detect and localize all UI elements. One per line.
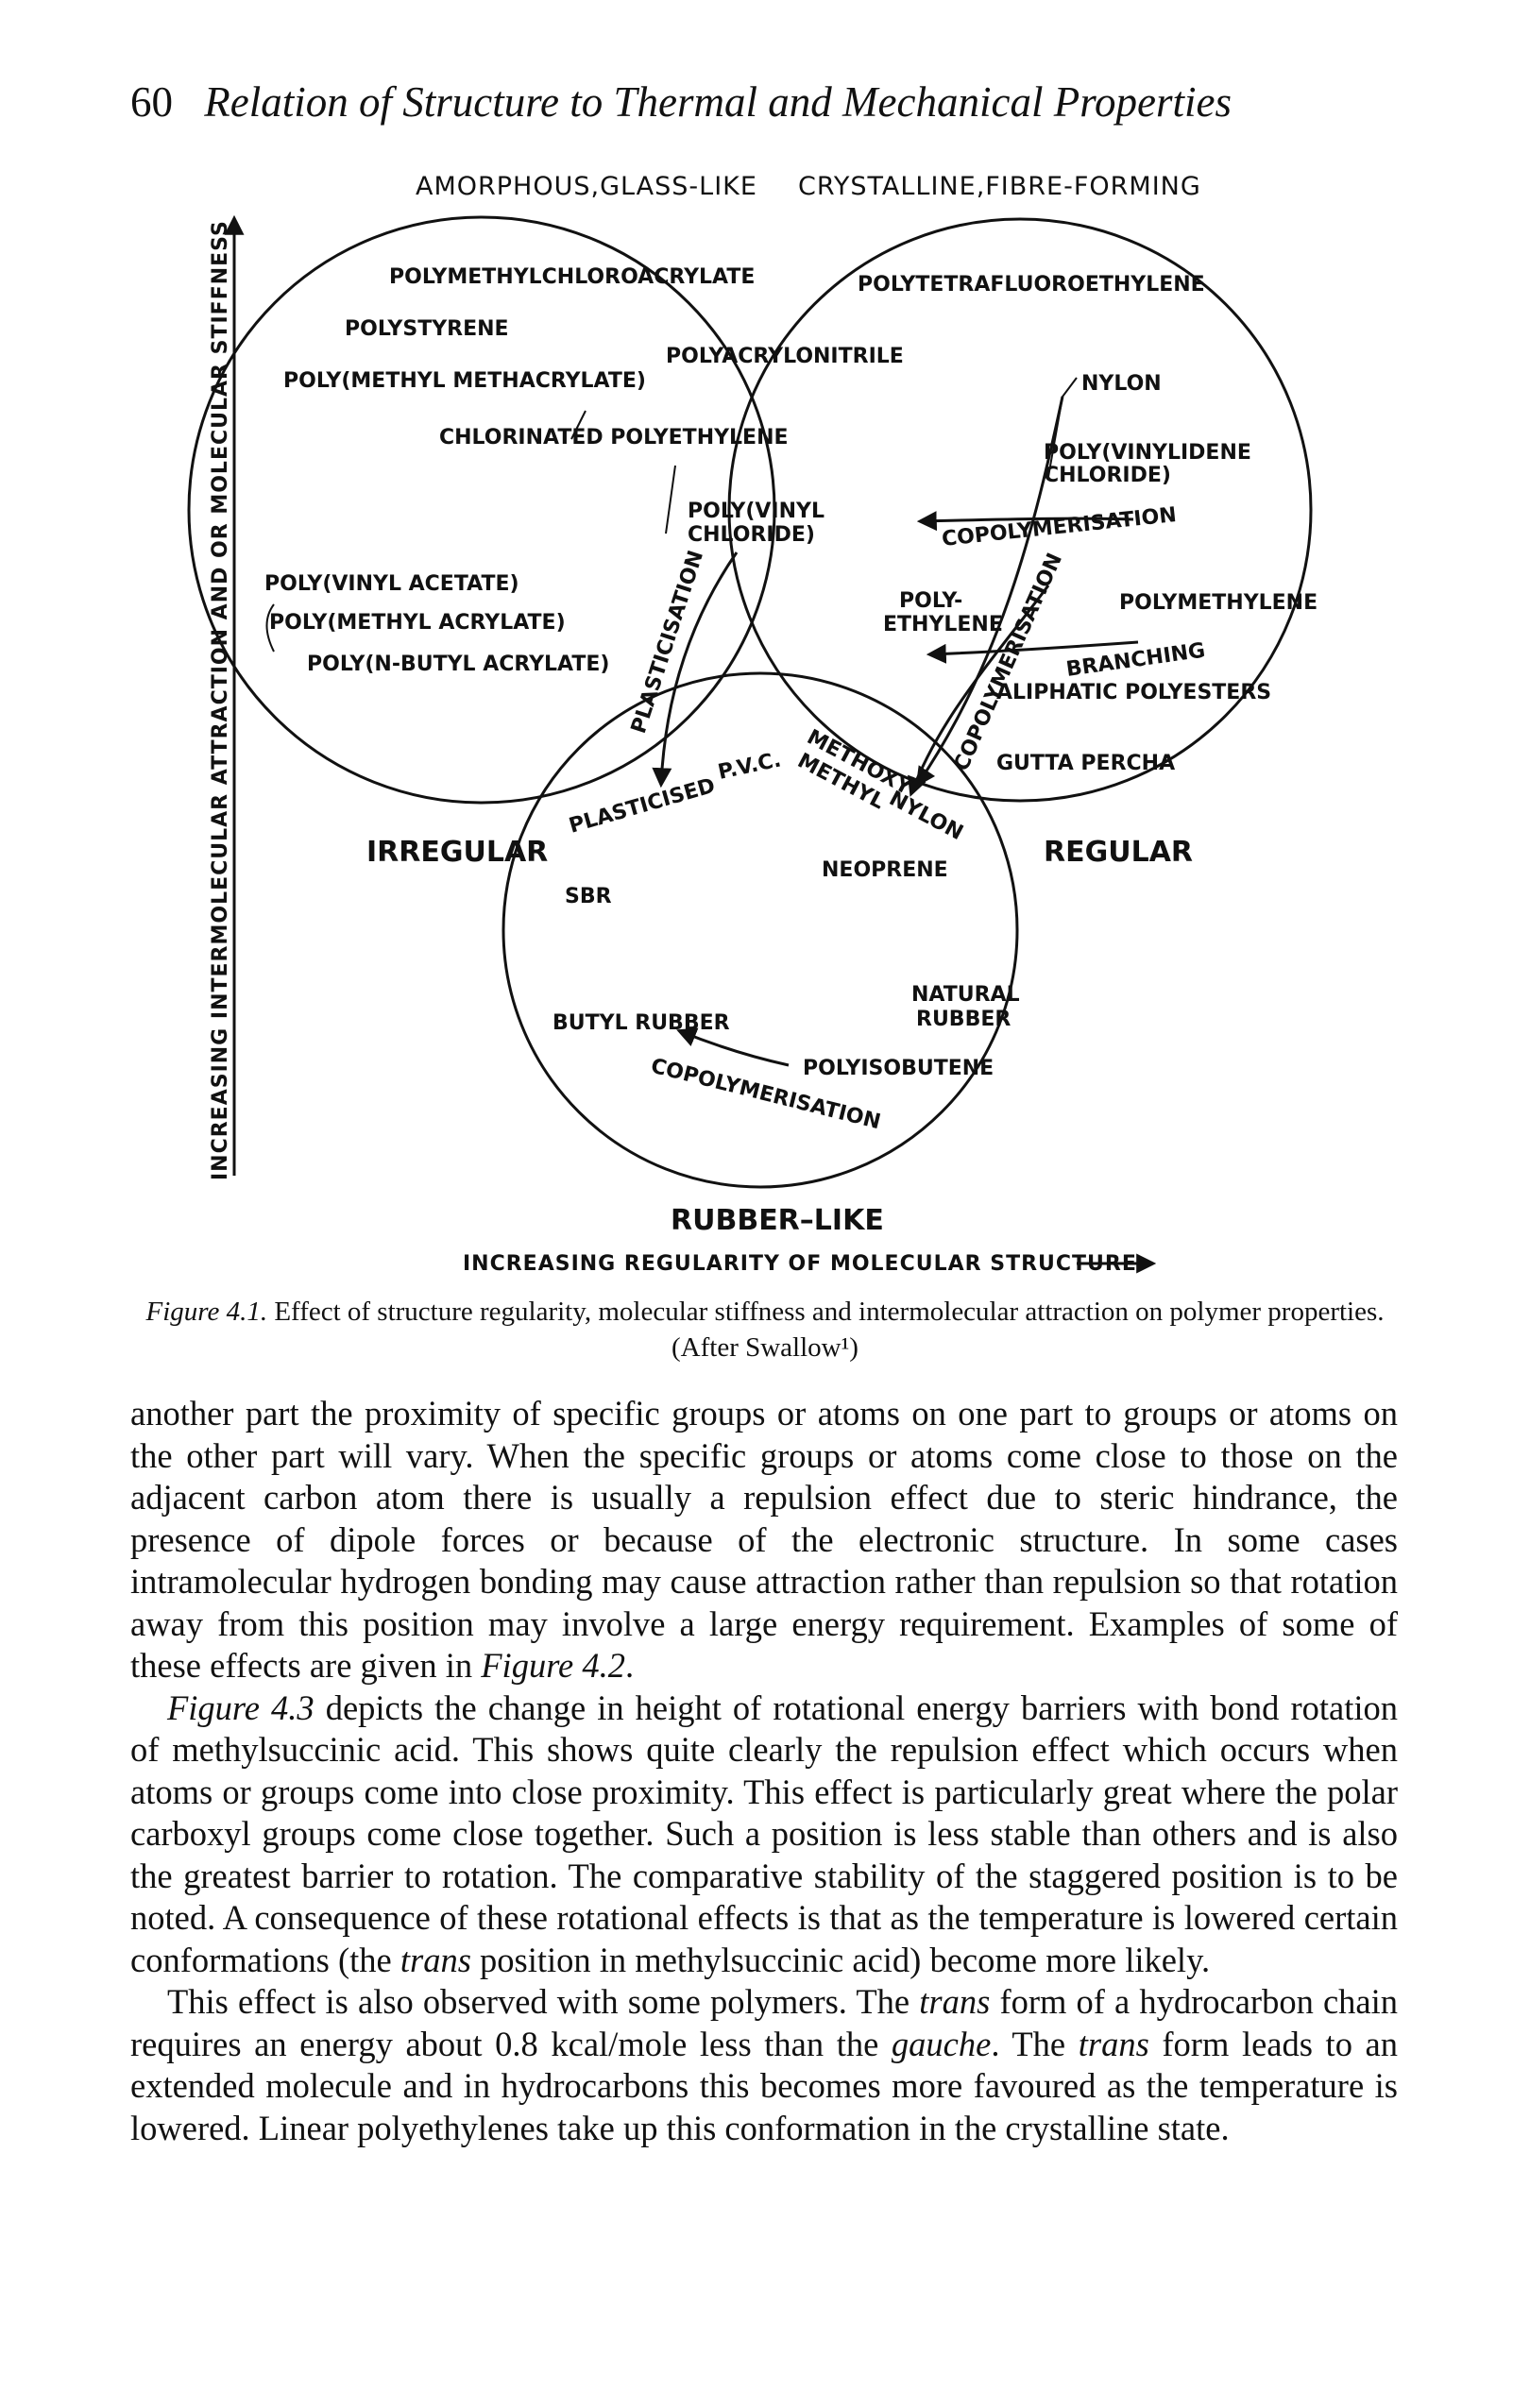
p1-figure-ref: Figure 4.2 <box>481 1646 626 1685</box>
label-copolymerisation-top: COPOLYMERISATION <box>941 503 1178 551</box>
p1-text: another part the proximity of specific g… <box>130 1394 1398 1685</box>
p2-trans: trans <box>400 1940 471 1979</box>
paragraph-1: another part the proximity of specific g… <box>130 1393 1398 1687</box>
branching-arrow <box>926 640 1139 664</box>
label-chlorinated-pe: CHLORINATED POLYETHYLENE <box>439 426 789 449</box>
irregular-label: IRREGULAR <box>366 836 548 869</box>
vertical-axis-label: INCREASING INTERMOLECULAR ATTRACTION AND… <box>209 220 232 1180</box>
p3-b: form of a hydrocarbon chain requires an … <box>130 1982 1398 2063</box>
paragraph-3: This effect is also observed with some p… <box>130 1981 1398 2149</box>
p2-end: position in methylsuccinic acid) become … <box>470 1940 1211 1979</box>
label-polymethylchloroacrylate: POLYMETHYLCHLOROACRYLATE <box>389 265 755 289</box>
running-title: Relation of Structure to Thermal and Mec… <box>204 78 1232 126</box>
label-natural-rubber-line1: NATURAL <box>911 983 1020 1007</box>
label-pva: POLY(VINYL ACETATE) <box>264 572 519 596</box>
label-pmma: POLY(METHYL METHACRYLATE) <box>283 369 646 393</box>
page-number: 60 <box>130 78 173 126</box>
label-polystyrene: POLYSTYRENE <box>345 317 509 341</box>
p3-d: form leads to an extended molecule and i… <box>130 2024 1398 2147</box>
pointer-chlorinated-pe <box>665 465 676 534</box>
label-polymethylene: POLYMETHYLENE <box>1119 591 1318 615</box>
paragraph-2: Figure 4.3 depicts the change in height … <box>130 1687 1398 1982</box>
label-pma: POLY(METHYL ACRYLATE) <box>269 611 566 635</box>
label-pvdc-line2: CHLORIDE) <box>1044 464 1171 487</box>
crystalline-circle <box>727 217 1313 803</box>
venn-diagram-figure: AMORPHOUS,GLASS-LIKE CRYSTALLINE,FIBRE-F… <box>187 172 1318 1276</box>
copolymerisation-bottom-arrow <box>676 1027 790 1067</box>
p3-gauche: gauche <box>891 2024 992 2063</box>
label-pvc-abbr: P.V.C. <box>716 748 783 784</box>
label-natural-rubber-line2: RUBBER <box>916 1008 1011 1031</box>
label-neoprene: NEOPRENE <box>822 858 948 882</box>
caption-text: Effect of structure regularity, molecula… <box>267 1297 1385 1363</box>
label-pvc-line2: CHLORIDE) <box>688 523 815 547</box>
amorphous-label: AMORPHOUS,GLASS-LIKE <box>416 172 757 201</box>
p3-trans1: trans <box>919 1982 991 2021</box>
p3-c: . The <box>991 2024 1079 2063</box>
regular-label: REGULAR <box>1044 836 1193 869</box>
label-nylon: NYLON <box>1081 372 1162 396</box>
rubber-like-label: RUBBER–LIKE <box>671 1204 884 1237</box>
figure-caption: Figure 4.1. Effect of structure regulari… <box>130 1294 1400 1365</box>
label-pvdc-line1: POLY(VINYLIDENE <box>1044 441 1251 465</box>
label-sbr: SBR <box>565 885 612 908</box>
label-aliphatic-polyesters: ALIPHATIC POLYESTERS <box>996 681 1271 704</box>
p1-end: . <box>625 1646 635 1685</box>
label-poly-ethylene-line1: POLY- <box>899 589 962 613</box>
label-poly-ethylene-line2: ETHYLENE <box>883 613 1003 636</box>
crystalline-label: CRYSTALLINE,FIBRE-FORMING <box>798 172 1201 201</box>
label-methoxy-line3: NYLON <box>885 787 967 845</box>
label-butyl-rubber: BUTYL RUBBER <box>552 1011 730 1035</box>
label-polyacrylonitrile: POLYACRYLONITRILE <box>666 345 904 368</box>
label-pba: POLY(N-BUTYL ACRYLATE) <box>307 653 609 676</box>
label-polyisobutene: POLYISOBUTENE <box>803 1057 994 1080</box>
p2-text: depicts the change in height of rotation… <box>130 1687 1398 1979</box>
label-gutta-percha: GUTTA PERCHA <box>996 752 1175 775</box>
horizontal-axis-label: INCREASING REGULARITY OF MOLECULAR STRUC… <box>463 1252 1137 1276</box>
label-pvc-line1: POLY(VINYL <box>688 500 824 523</box>
label-ptfe: POLYTETRAFLUOROETHYLENE <box>858 273 1205 297</box>
nylon-to-rubber-arrow <box>915 396 1064 788</box>
bracket-acrylates <box>265 603 275 653</box>
plasticisation-arrow <box>652 551 739 789</box>
p2-figure-ref: Figure 4.3 <box>167 1687 314 1727</box>
running-header: 60 Relation of Structure to Thermal and … <box>130 76 1232 128</box>
p3-trans2: trans <box>1078 2024 1149 2063</box>
polyethylene-to-rubber-arrow <box>908 585 1050 797</box>
p3-a: This effect is also observed with some p… <box>167 1982 920 2021</box>
pointer-polyacrylonitrile <box>570 410 586 440</box>
caption-label: Figure 4.1. <box>145 1297 268 1327</box>
rubber-circle <box>502 671 1019 1189</box>
label-copolymerisation-right: COPOLYMERISATION <box>950 550 1067 774</box>
amorphous-circle <box>187 215 776 805</box>
body-text: another part the proximity of specific g… <box>130 1393 1398 2149</box>
